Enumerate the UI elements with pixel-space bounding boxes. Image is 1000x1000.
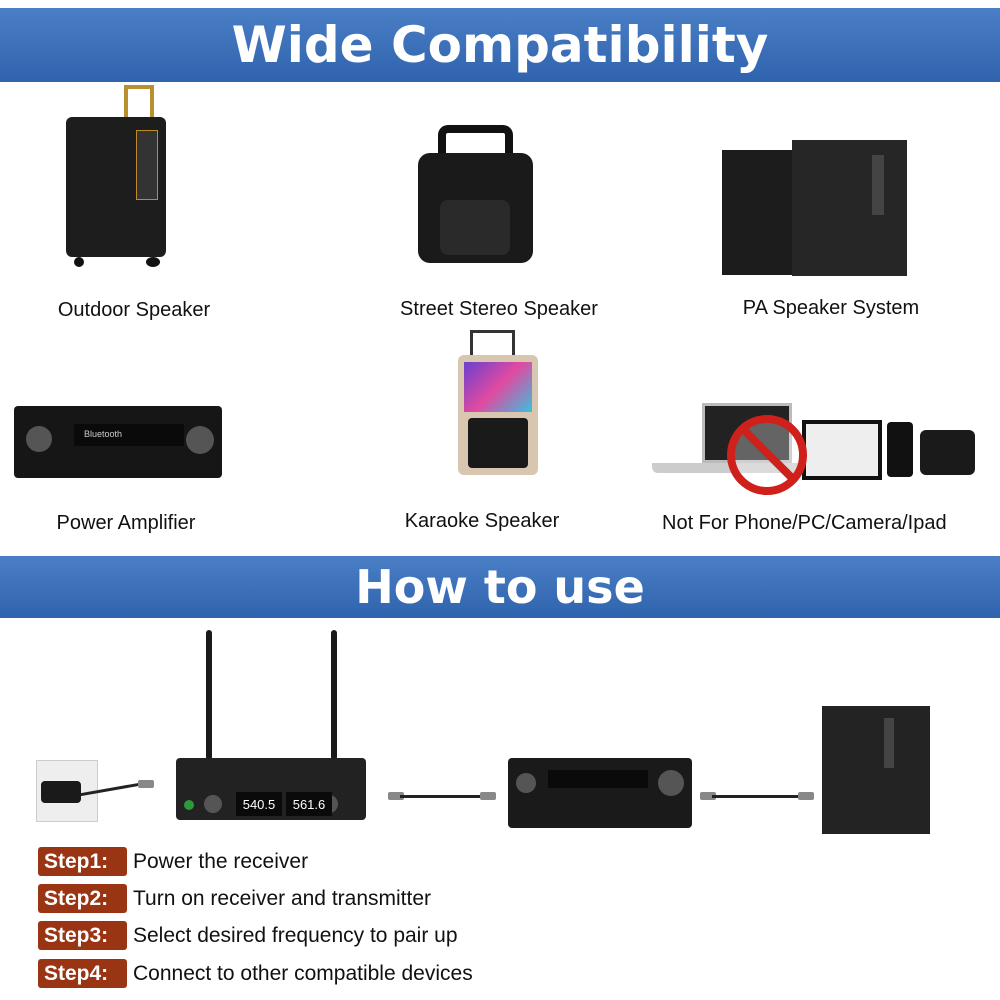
step-4: Step4:Connect to other compatible device… xyxy=(38,959,473,988)
amp-display: Bluetooth xyxy=(74,424,184,446)
power-amplifier-image: Bluetooth xyxy=(14,406,222,484)
power-plug xyxy=(138,780,154,788)
amplifier-image xyxy=(508,758,692,828)
product-label: PA Speaker System xyxy=(742,297,920,319)
product-label: Outdoor Speaker xyxy=(57,299,211,321)
product-label: Street Stereo Speaker xyxy=(400,298,598,320)
step-badge: Step1: xyxy=(38,847,127,876)
prohibited-icon xyxy=(727,415,807,495)
audio-plug xyxy=(388,792,404,800)
banner-title: Wide Compatibility xyxy=(231,16,769,74)
product-label: Not For Phone/PC/Camera/Ipad xyxy=(662,512,947,534)
step-text: Power the receiver xyxy=(133,849,309,873)
phone-pc-camera-ipad-image xyxy=(652,400,982,495)
step-badge: Step4: xyxy=(38,959,127,988)
step-text: Connect to other compatible devices xyxy=(133,961,473,985)
step-2: Step2:Turn on receiver and transmitter xyxy=(38,884,431,913)
karaoke-speaker-image xyxy=(440,330,545,478)
receiver-display-a: 540.5 xyxy=(236,792,282,816)
audio-cable-1 xyxy=(400,795,480,798)
wireless-receiver-image: 540.5 561.6 xyxy=(176,630,366,825)
wide-compatibility-banner: Wide Compatibility xyxy=(0,8,1000,82)
speaker-image xyxy=(822,706,930,834)
product-label: Power Amplifier xyxy=(56,512,196,534)
step-badge: Step2: xyxy=(38,884,127,913)
product-label: Karaoke Speaker xyxy=(404,510,560,532)
step-badge: Step3: xyxy=(38,921,127,950)
how-to-use-banner: How to use xyxy=(0,556,1000,618)
audio-plug xyxy=(480,792,496,800)
receiver-display-b: 561.6 xyxy=(286,792,332,816)
step-text: Turn on receiver and transmitter xyxy=(133,886,432,910)
step-3: Step3:Select desired frequency to pair u… xyxy=(38,921,458,950)
audio-plug xyxy=(798,792,814,800)
audio-cable-2 xyxy=(712,795,798,798)
step-1: Step1:Power the receiver xyxy=(38,847,308,876)
audio-plug xyxy=(700,792,716,800)
step-text: Select desired frequency to pair up xyxy=(133,923,458,947)
street-stereo-speaker-image xyxy=(418,125,533,265)
pa-speaker-system-image xyxy=(722,140,907,276)
outdoor-speaker-image xyxy=(66,85,166,267)
banner-title: How to use xyxy=(355,560,645,614)
